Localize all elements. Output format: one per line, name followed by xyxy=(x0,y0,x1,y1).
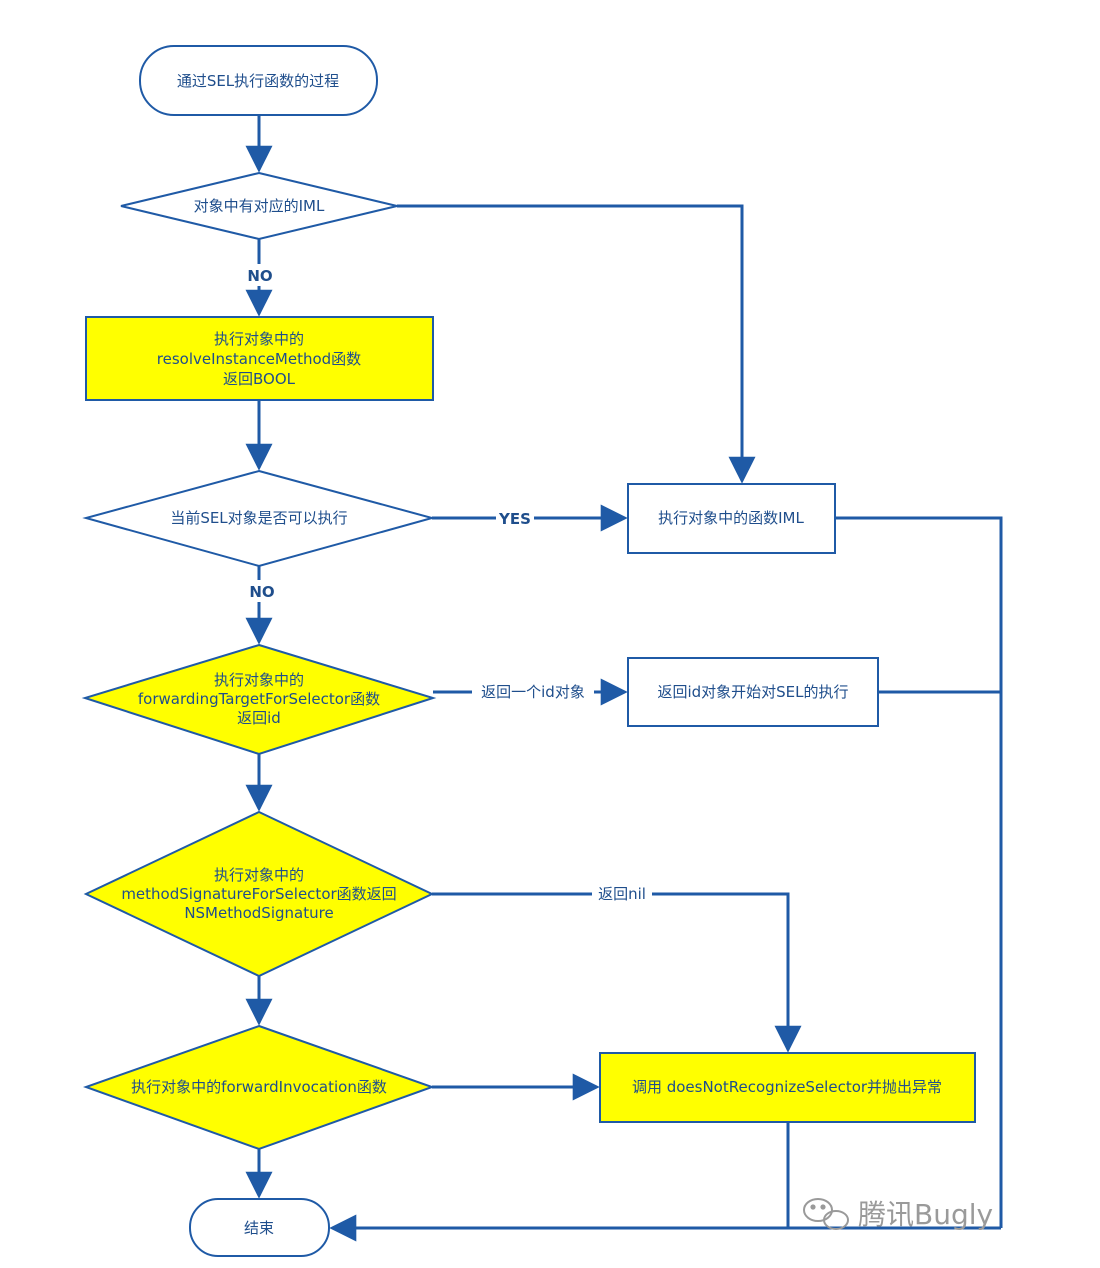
edges xyxy=(245,115,1003,1242)
node-process-return-id: 返回id对象开始对SEL的执行 xyxy=(627,657,879,727)
edge-label-no-2-text: NO xyxy=(249,583,274,601)
node-end: 结束 xyxy=(189,1198,330,1257)
node-decision-method-sig-line-2: methodSignatureForSelector函数返回 xyxy=(121,885,396,903)
node-process-exec-iml: 执行对象中的函数IML xyxy=(627,483,836,554)
node-process-resolve-line-2: resolveInstanceMethod函数 xyxy=(157,350,361,368)
edge-label-return-nil: 返回nil xyxy=(592,883,652,905)
node-process-not-recognize: 调用 doesNotRecognizeSelector并抛出异常 xyxy=(599,1052,976,1123)
edge-label-no-1-text: NO xyxy=(247,267,272,285)
watermark-text: 腾讯Bugly xyxy=(858,1198,993,1231)
node-start: 通过SEL执行函数的过程 xyxy=(139,45,378,116)
node-decision-has-iml-label: 对象中有对应的IML xyxy=(194,197,325,215)
node-decision-forward-inv: 执行对象中的forwardInvocation函数 xyxy=(83,1024,435,1151)
node-end-label: 结束 xyxy=(244,1219,274,1237)
edge-exec-iml-to-right-bus xyxy=(835,516,1003,1228)
node-decision-can-exec: 当前SEL对象是否可以执行 xyxy=(82,469,436,568)
edge-label-yes-text: YES xyxy=(498,510,531,528)
node-decision-method-sig: 执行对象中的 methodSignatureForSelector函数返回 NS… xyxy=(83,810,435,978)
node-decision-forwarding-line-3: 返回id xyxy=(237,709,281,727)
edge-label-return-nil-text: 返回nil xyxy=(598,885,646,903)
edge-method-sig-nil-to-not-recognize xyxy=(432,892,802,1053)
node-decision-method-sig-line-1: 执行对象中的 xyxy=(214,866,304,884)
node-process-return-id-label: 返回id对象开始对SEL的执行 xyxy=(657,683,848,701)
wechat-icon xyxy=(803,1198,849,1230)
node-decision-forwarding-line-1: 执行对象中的 xyxy=(214,671,304,689)
node-decision-forward-inv-label: 执行对象中的forwardInvocation函数 xyxy=(131,1078,387,1096)
node-process-exec-iml-label: 执行对象中的函数IML xyxy=(658,509,804,527)
node-decision-can-exec-label: 当前SEL对象是否可以执行 xyxy=(170,509,347,527)
node-decision-forwarding-line-2: forwardingTargetForSelector函数 xyxy=(138,690,380,708)
edge-label-no-2: NO xyxy=(246,580,278,602)
edge-label-return-id: 返回一个id对象 xyxy=(472,681,594,703)
watermark: 腾讯Bugly xyxy=(803,1198,993,1231)
edge-has-iml-yes-to-exec-iml xyxy=(397,204,756,484)
edge-label-return-id-text: 返回一个id对象 xyxy=(481,683,585,701)
node-decision-has-iml: 对象中有对应的IML xyxy=(120,171,398,241)
node-decision-forwarding: 执行对象中的 forwardingTargetForSelector函数 返回i… xyxy=(81,643,437,756)
node-process-not-recognize-label: 调用 doesNotRecognizeSelector并抛出异常 xyxy=(632,1078,942,1096)
node-decision-method-sig-line-3: NSMethodSignature xyxy=(184,904,333,922)
node-process-resolve-line-1: 执行对象中的 xyxy=(214,330,304,348)
node-process-resolve: 执行对象中的 resolveInstanceMethod函数 返回BOOL xyxy=(85,316,434,401)
edge-label-yes: YES xyxy=(496,508,534,530)
node-start-label: 通过SEL执行函数的过程 xyxy=(177,72,339,90)
edge-label-no-1: NO xyxy=(244,264,276,286)
node-process-resolve-line-3: 返回BOOL xyxy=(223,370,296,388)
